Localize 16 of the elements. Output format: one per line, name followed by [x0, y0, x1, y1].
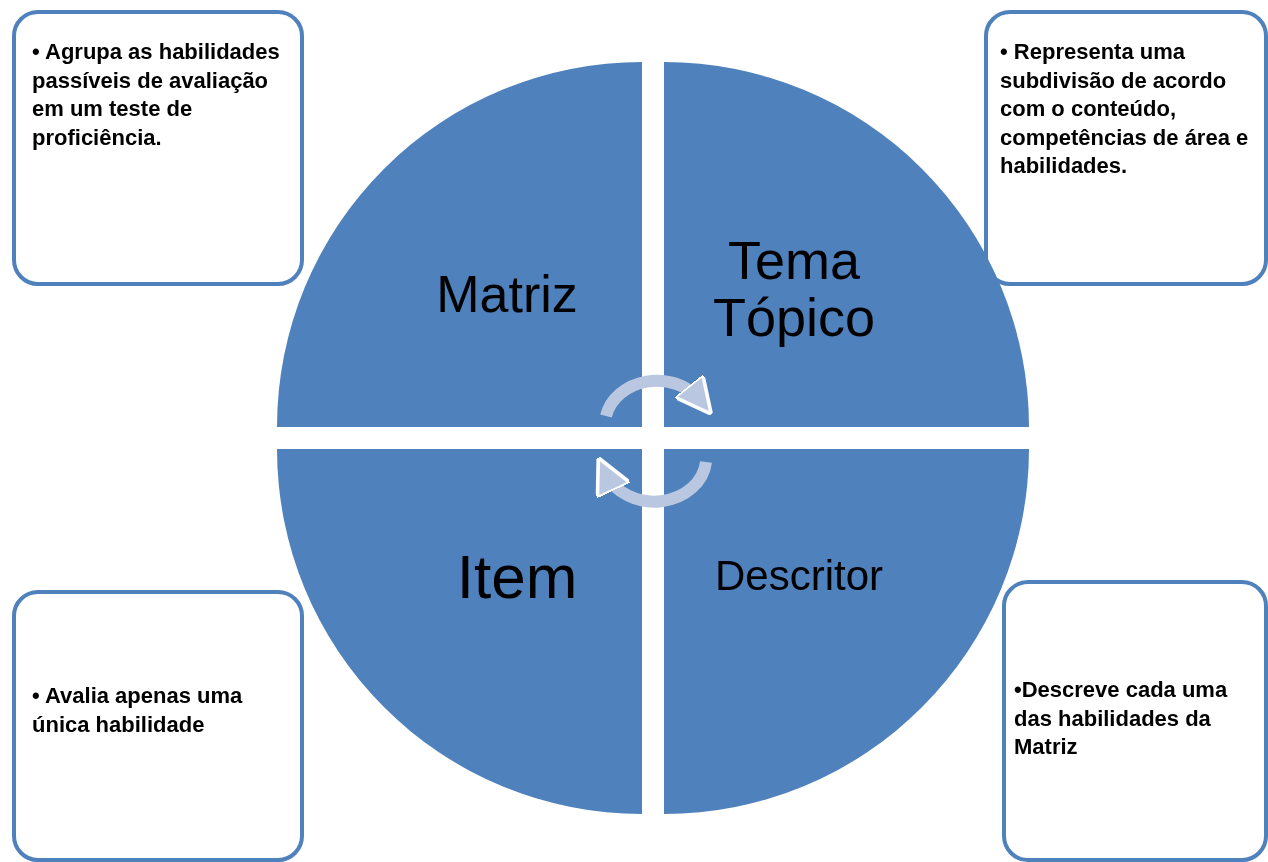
text-card [12, 590, 304, 862]
segment-title: Item [455, 544, 579, 610]
bullet-text: • Representa uma subdivisão de acordo com o conteúdo, competências de área e habilidades. [1000, 38, 1250, 181]
segment-title: Tema Tópico [711, 232, 877, 346]
segment-title: Descritor [714, 554, 884, 599]
quadrant-segment [277, 62, 642, 427]
bullet-text: •Descreve cada uma das habilidades da Matriz [1014, 676, 1229, 762]
curved-arrow [600, 372, 714, 418]
segment-title: Matriz [435, 267, 579, 322]
text-card [1002, 580, 1268, 862]
text-card [12, 10, 304, 286]
bullet-text: • Agrupa as habilidades passíveis de avaliação em um teste de proficiência. [32, 38, 281, 152]
quadrant-segment [277, 449, 642, 814]
curved-arrow [595, 456, 712, 508]
bullet-text: • Avalia apenas uma única habilidade [32, 682, 244, 739]
text-card [984, 10, 1268, 286]
